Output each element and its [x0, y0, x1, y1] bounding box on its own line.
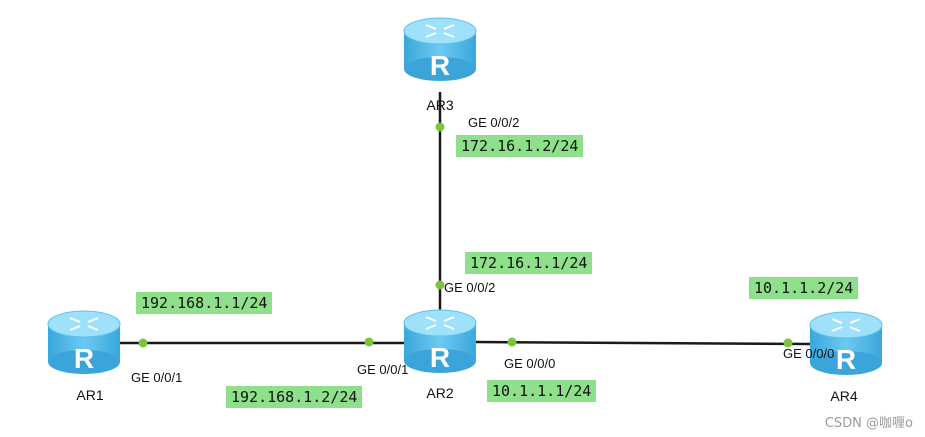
router-ar2[interactable]: R	[403, 309, 477, 374]
port-label-ar2-ge000: GE 0/0/0	[504, 356, 555, 371]
watermark: CSDN @咖喱o	[824, 416, 913, 431]
port-dot-ar2-ge001	[364, 337, 374, 347]
ip-label-ar4: 10.1.1.2/24	[749, 277, 859, 299]
router-glyph-ar2: R	[430, 342, 450, 373]
router-ar4[interactable]: R	[809, 311, 883, 376]
port-dot-ar2-ge002	[435, 280, 445, 290]
router-name-ar3: AR3	[426, 97, 453, 113]
port-label-ar2-ge002: GE 0/0/2	[444, 280, 495, 295]
router-name-ar2: AR2	[426, 385, 453, 401]
router-ar3[interactable]: R	[403, 17, 477, 82]
port-label-ar4-ge000: GE 0/0/0	[783, 346, 834, 361]
ip-label-ar1: 192.168.1.1/24	[136, 292, 273, 314]
ip-label-ar2-to-ar3: 172.16.1.1/24	[465, 252, 593, 274]
router-name-ar1: AR1	[76, 387, 103, 403]
ip-label-ar2-to-ar4: 10.1.1.1/24	[487, 380, 597, 402]
ip-label-ar3: 172.16.1.2/24	[456, 135, 584, 157]
port-dot-ar1-ge001	[138, 338, 148, 348]
port-dot-ar2-ge000	[507, 337, 517, 347]
router-name-ar4: AR4	[830, 388, 857, 404]
port-label-ar2-ge001: GE 0/0/1	[357, 362, 408, 377]
link-ar2-ar4	[475, 340, 813, 346]
port-dot-ar4-ge000	[783, 338, 793, 348]
ip-label-ar2-to-ar1: 192.168.1.2/24	[226, 386, 363, 408]
router-glyph-ar4: R	[836, 344, 856, 375]
router-glyph-ar3: R	[430, 50, 450, 81]
router-glyph-ar1: R	[74, 343, 94, 374]
router-ar1[interactable]: R	[47, 310, 121, 375]
port-label-ar1-ge001: GE 0/0/1	[131, 370, 182, 385]
port-label-ar3-ge002: GE 0/0/2	[468, 115, 519, 130]
port-dot-ar3-ge002	[435, 122, 445, 132]
